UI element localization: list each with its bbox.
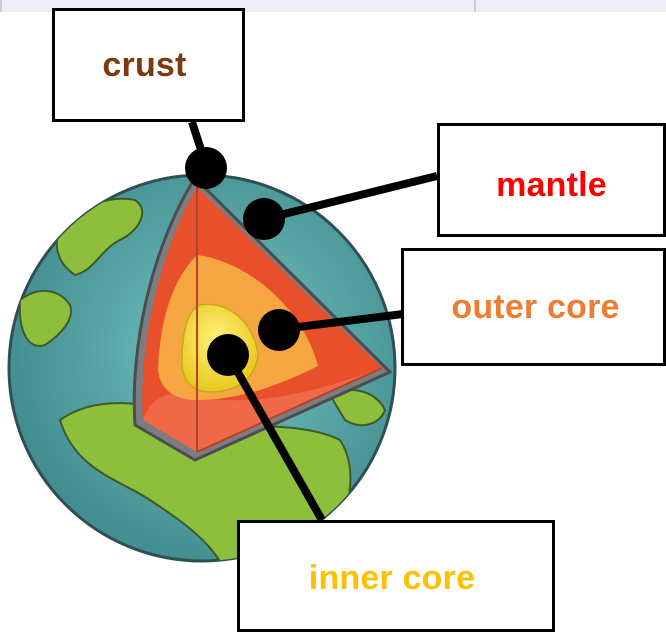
mantle-pointer-dot-icon <box>243 198 285 240</box>
land-mass <box>18 290 72 347</box>
outer-core-pointer-dot-icon <box>258 309 300 351</box>
mantle-pointer-line <box>267 172 438 222</box>
outer-core-pointer-line <box>281 310 404 333</box>
crust-pointer-dot-icon <box>185 147 227 189</box>
mantle-label: mantle <box>496 165 607 204</box>
inner-core-pointer-dot-icon <box>207 334 249 376</box>
outer-core-label-box: outer core <box>401 248 666 366</box>
wedge-edge <box>196 367 383 453</box>
strip-divider <box>474 0 476 12</box>
inner-core-label-box: inner core <box>237 520 555 632</box>
mantle-label-box: mantle <box>437 123 666 237</box>
pointer-dots <box>185 147 300 376</box>
pointer-lines <box>188 120 438 522</box>
outer-core-label: outer core <box>451 287 620 326</box>
strip-divider <box>0 0 2 12</box>
crust-label-box: crust <box>52 8 245 122</box>
crust-label: crust <box>102 45 187 84</box>
inner-core-label: inner core <box>308 558 476 597</box>
inner-core-pointer-line <box>224 353 326 522</box>
